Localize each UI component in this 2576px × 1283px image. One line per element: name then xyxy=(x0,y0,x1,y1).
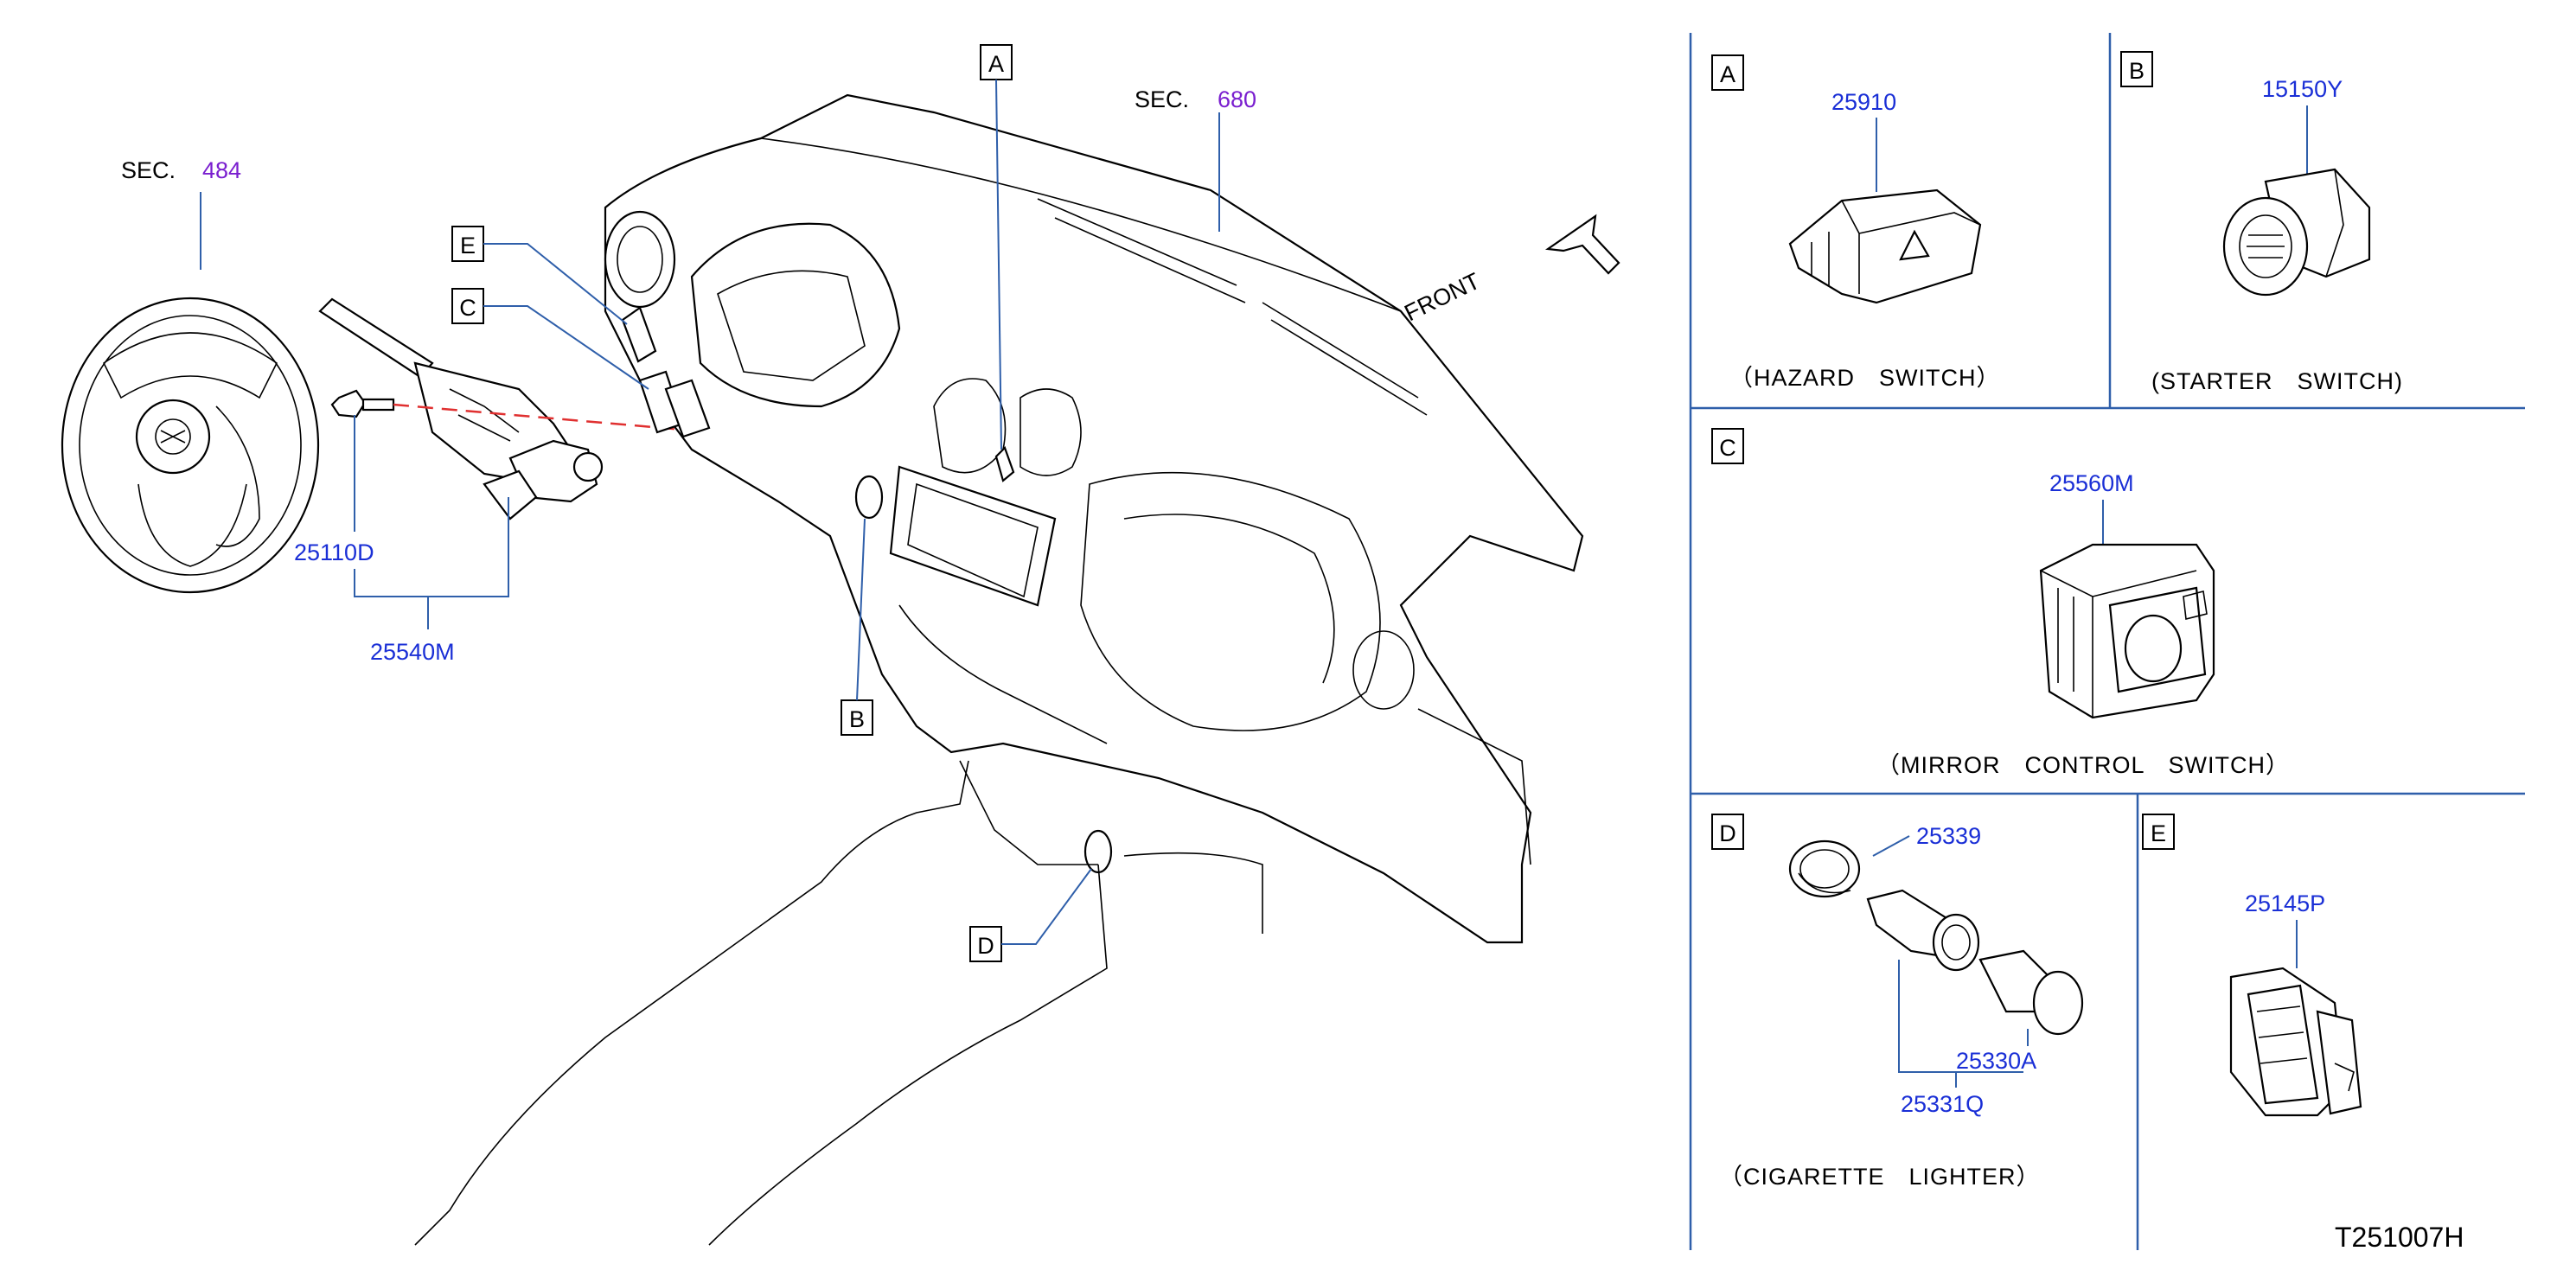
combination-switch-part-number[interactable]: 25540M xyxy=(370,639,455,665)
panel-b: B 15150Y (STARTER SWITCH) xyxy=(2120,51,2403,394)
svg-text:B: B xyxy=(2129,58,2145,84)
hazard-switch-slot xyxy=(994,445,1015,482)
bolt xyxy=(330,389,395,418)
svg-text:C: C xyxy=(1719,435,1736,461)
callout-b[interactable]: B xyxy=(841,699,873,736)
lighter-ring-leader xyxy=(1872,835,1910,857)
callout-e[interactable]: E xyxy=(451,226,484,262)
hazard-triangle-icon xyxy=(1899,229,1930,261)
sec-680-prefix: SEC. xyxy=(1135,86,1189,112)
combination-switch xyxy=(318,297,604,520)
cigarette-lighter-caption: （CIGARETTE LIGHTER） xyxy=(1719,1164,2041,1190)
starter-switch-part-number[interactable]: 15150Y xyxy=(2262,76,2343,102)
callout-a[interactable]: A xyxy=(980,44,1013,80)
svg-text:E: E xyxy=(2151,820,2166,846)
lighter-assembly-part-number[interactable]: 25331Q xyxy=(1901,1091,1984,1117)
panel-e-letter-box: E xyxy=(2142,814,2175,850)
svg-text:C: C xyxy=(459,295,476,321)
combination-switch-bracket xyxy=(354,497,509,597)
svg-text:D: D xyxy=(977,933,994,959)
callout-c[interactable]: C xyxy=(451,288,484,324)
panel-b-letter-box: B xyxy=(2120,51,2153,87)
panel-e: E 25145P xyxy=(2142,814,2362,1117)
panel-a: A 25910 （HAZARD SWITCH） xyxy=(1711,54,2001,391)
callout-c-leader xyxy=(483,305,649,390)
mirror-switch-slot xyxy=(621,306,657,363)
mirror-switch-caption: （MIRROR CONTROL SWITCH） xyxy=(1876,752,2290,778)
panel-d: D 25339 25330A 25331Q （CIGARETTE LIGHTER… xyxy=(1711,814,2084,1190)
panel-grid xyxy=(1689,33,2525,1250)
callout-d[interactable]: D xyxy=(969,926,1002,962)
console-right-edge xyxy=(708,864,1108,1246)
starter-switch-caption: (STARTER SWITCH) xyxy=(2151,368,2403,394)
bolt-part-number[interactable]: 25110D xyxy=(294,539,374,565)
callout-d-leader xyxy=(1001,868,1092,945)
sec-680-number[interactable]: 680 xyxy=(1218,86,1256,112)
panel-d-letter-box: D xyxy=(1711,814,1744,850)
sec-484-prefix: SEC. xyxy=(121,157,176,183)
switch-e-part-number[interactable]: 25145P xyxy=(2245,890,2325,916)
callout-b-leader xyxy=(856,518,866,701)
svg-text:E: E xyxy=(460,233,476,259)
diagram-code: T251007H xyxy=(2335,1222,2464,1253)
svg-text:A: A xyxy=(988,51,1004,77)
svg-text:A: A xyxy=(1720,61,1735,87)
sec-484-number[interactable]: 484 xyxy=(202,157,241,183)
mirror-switch-part-number[interactable]: 25560M xyxy=(2049,470,2134,496)
console-left-edge xyxy=(414,760,969,1246)
hazard-switch-part-number[interactable]: 25910 xyxy=(1831,89,1896,115)
svg-text:D: D xyxy=(1719,820,1736,846)
instrument-panel xyxy=(604,93,1584,944)
lighter-ring-part xyxy=(1788,839,1861,898)
console-trim xyxy=(1123,852,1263,934)
callout-e-leader xyxy=(483,243,628,325)
mirror-switch-part xyxy=(2039,543,2215,719)
lighter-assembly-bracket xyxy=(1898,960,2023,1073)
hazard-switch-part xyxy=(1788,188,1982,304)
starter-switch-part xyxy=(2222,168,2371,297)
callout-a-leader xyxy=(995,79,1002,450)
lighter-socket-part xyxy=(1866,889,1980,972)
steering-wheel xyxy=(61,297,320,594)
panel-c-letter-box: C xyxy=(1711,428,1744,464)
ignition-switch-ring xyxy=(854,475,884,520)
panel-c: C 25560M （MIRROR CONTROL SWITCH） xyxy=(1711,428,2290,778)
lighter-ring-part-number[interactable]: 25339 xyxy=(1916,823,1981,849)
front-arrow-icon xyxy=(1544,214,1620,275)
svg-text:B: B xyxy=(849,706,865,732)
switch-e-part xyxy=(2229,967,2362,1117)
front-label: FRONT xyxy=(1400,268,1484,327)
panel-a-letter-box: A xyxy=(1711,54,1744,91)
hazard-switch-caption: （HAZARD SWITCH） xyxy=(1729,365,2001,391)
lighter-plug-part xyxy=(1978,949,2084,1036)
lighter-plug-part-number[interactable]: 25330A xyxy=(1956,1048,2036,1074)
